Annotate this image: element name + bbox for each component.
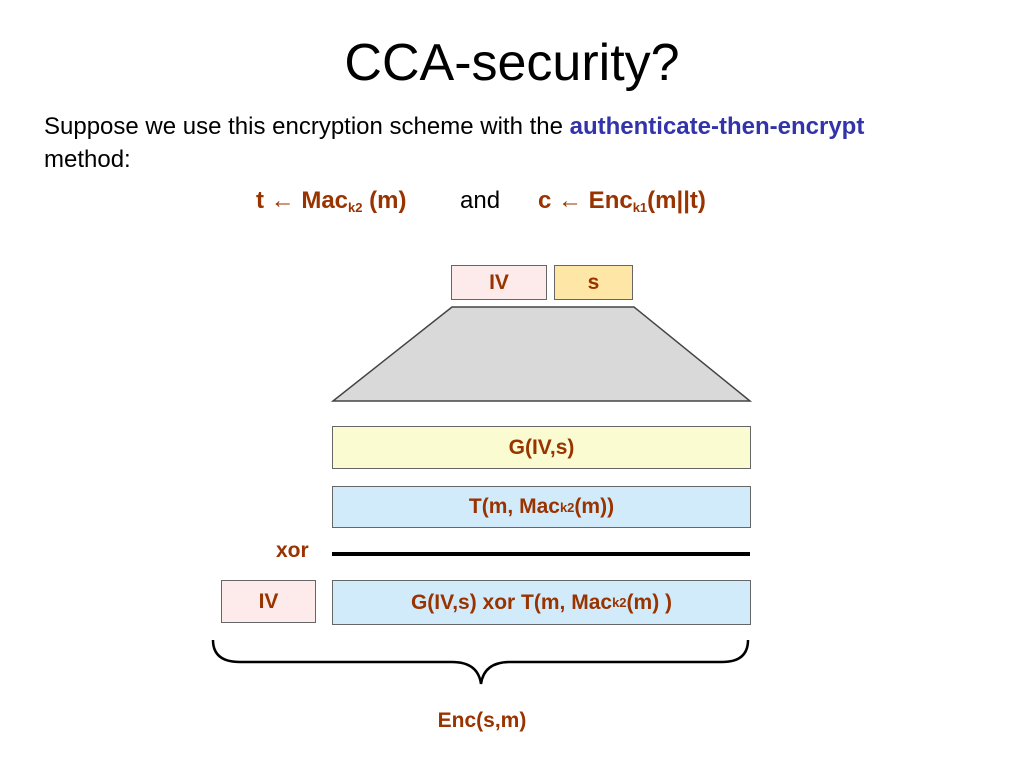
xor-label: xor bbox=[276, 539, 309, 562]
ciphertext-box-suffix: (m) ) bbox=[626, 590, 673, 614]
tag-formula-sub: k2 bbox=[348, 200, 363, 215]
ciphertext-box-prefix: G(IV,s) xor T(m, Mac bbox=[410, 590, 613, 614]
page-title: CCA-security? bbox=[344, 34, 680, 92]
iv-box: IV bbox=[451, 265, 547, 300]
brace-label: Enc(s,m) bbox=[437, 709, 527, 732]
tag-formula-rhs: (m) bbox=[362, 187, 407, 214]
tag-formula-lhs: t ← Mac bbox=[256, 187, 349, 214]
intro-text: Suppose we use this encryption scheme wi… bbox=[44, 110, 944, 176]
seed-s-box: s bbox=[554, 265, 633, 300]
tag-formula: t ← Mack2 (m) bbox=[256, 184, 406, 225]
ct-formula-lhs: c ← Enc bbox=[538, 187, 633, 214]
message-box-sub: k2 bbox=[559, 499, 575, 515]
ct-formula-sub: k1 bbox=[632, 200, 648, 215]
output-iv-box: IV bbox=[221, 580, 316, 623]
formula-line: t ← Mack2 (m) and c ← Enck1(m||t) bbox=[0, 184, 1024, 218]
ciphertext-formula: c ← Enck1(m||t) bbox=[538, 184, 706, 225]
message-box-suffix: (m)) bbox=[574, 495, 615, 518]
prg-expander-trapezoid bbox=[330, 306, 753, 402]
encryption-brace bbox=[211, 639, 750, 685]
ciphertext-box-sub: k2 bbox=[612, 595, 627, 610]
intro-emphasis: authenticate-then-encrypt bbox=[569, 113, 865, 140]
formula-conjunction: and bbox=[460, 187, 501, 214]
intro-after: method: bbox=[44, 146, 131, 173]
ct-formula-rhs: (m||t) bbox=[647, 187, 706, 214]
prg-output-box: G(IV,s) bbox=[332, 426, 751, 469]
message-box-prefix: T(m, Mac bbox=[468, 495, 560, 518]
intro-before: Suppose we use this encryption scheme wi… bbox=[44, 113, 570, 140]
